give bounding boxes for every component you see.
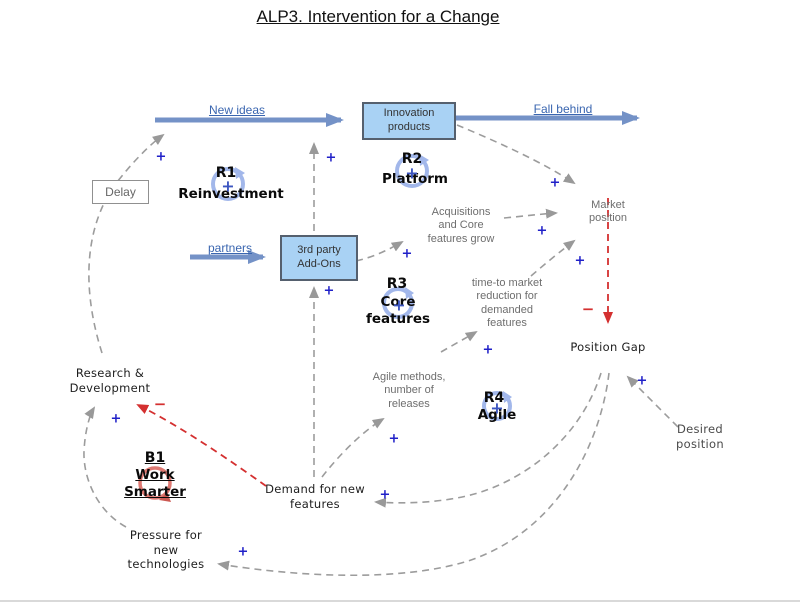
link-pressure-to-rd (83, 406, 127, 528)
node-pressure-new-tech: Pressure for new technologies (127, 528, 205, 572)
polarity-plus-sign: + (490, 398, 504, 418)
node-loop-r2-name: Platform (382, 171, 448, 187)
polarity-minus-sign: − (581, 300, 595, 318)
flow-label-partners: partners (207, 241, 253, 255)
loop-r1-ring-icon (211, 167, 245, 201)
node-loop-b1-name: Work Smarter (124, 467, 186, 500)
polarity-plus-sign: + (482, 342, 494, 358)
node-loop-r2-id: R2 (401, 151, 423, 167)
link-innovation-to-market (456, 124, 576, 185)
polarity-minus-sign: − (153, 395, 167, 413)
link-rd-to-new-ideas (88, 133, 165, 354)
loop-b1-ring-icon (138, 466, 172, 502)
link-agile-to-ttm (440, 330, 478, 353)
link-ttm-to-market (530, 239, 576, 277)
node-agile-methods: Agile methods, number of releases (372, 371, 446, 410)
node-position-gap: Position Gap (570, 340, 646, 354)
node-demand-new-features: Demand for new features (265, 482, 365, 511)
flow-arrows (155, 111, 640, 264)
polarity-plus-sign: + (392, 295, 406, 315)
page-title: ALP3. Intervention for a Change (256, 7, 500, 26)
node-loop-b1-id: B1 (144, 450, 166, 466)
flow-label-new-ideas: New ideas (208, 103, 266, 117)
polarity-plus-sign: + (221, 176, 235, 196)
node-loop-r4-name: Agile (477, 407, 517, 423)
polarity-plus-sign: + (549, 175, 561, 191)
node-market-position: Market position (589, 199, 627, 225)
node-acquisitions: Acquisitions and Core features grow (427, 206, 495, 245)
delay-box: Delay (92, 180, 149, 204)
loop-rings (138, 154, 512, 502)
polarity-plus-sign: + (155, 149, 167, 165)
polarity-plus-sign: + (110, 411, 122, 427)
polarity-plus-sign: + (325, 150, 337, 166)
node-desired-position: Desired position (676, 422, 724, 451)
third-party-addons-box: 3rd party Add-Ons (280, 235, 358, 281)
loop-r3-ring-icon (382, 287, 414, 319)
node-loop-r3-id: R3 (386, 276, 408, 292)
node-research-development: Research & Development (69, 366, 151, 395)
node-time-to-market: time-to market reduction for demanded fe… (471, 277, 543, 330)
node-loop-r1-name: Reinvestment (178, 186, 284, 202)
link-addons-to-acquisitions (355, 240, 404, 262)
polarity-plus-sign: + (536, 223, 548, 239)
polarity-plus-sign: + (323, 283, 335, 299)
polarity-plus-sign: + (388, 431, 400, 447)
loop-r4-ring-icon (482, 391, 512, 421)
polarity-plus-sign: + (574, 253, 586, 269)
polarity-plus-sign: + (379, 487, 391, 503)
innovation-products-box: Innovation products (362, 102, 456, 140)
link-demand-to-rd (136, 404, 267, 487)
link-acquisitions-to-market (503, 208, 558, 219)
causal-links-red (136, 198, 613, 487)
node-loop-r3-name: Core features (365, 294, 431, 327)
link-desired-to-gap (626, 375, 679, 428)
polarity-plus-sign: + (405, 163, 419, 183)
polarity-plus-sign: + (401, 246, 413, 262)
flow-label-fall-behind: Fall behind (533, 102, 593, 116)
link-demand-to-agile (321, 417, 385, 478)
node-loop-r4-id: R4 (483, 390, 505, 406)
loop-r2-ring-icon (395, 154, 429, 188)
node-loop-r1-id: R1 (215, 165, 237, 181)
polarity-plus-sign: + (237, 544, 249, 560)
polarity-plus-sign: + (636, 373, 648, 389)
link-gap-to-demand (374, 372, 602, 508)
